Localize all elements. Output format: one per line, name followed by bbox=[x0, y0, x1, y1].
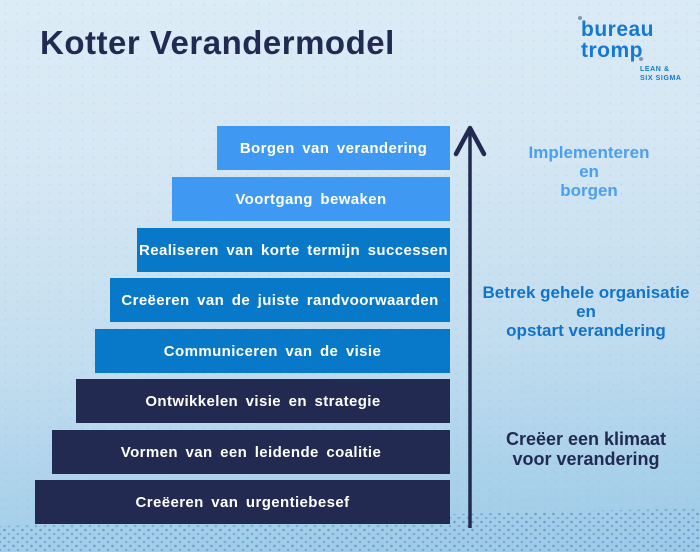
phase-label-line: en bbox=[576, 302, 596, 321]
page-title: Kotter Verandermodel bbox=[40, 24, 395, 61]
phase-label-line: opstart verandering bbox=[506, 321, 666, 340]
step-bar-leidende-coalitie: Vormen van een leidende coalitie bbox=[52, 430, 450, 474]
step-bar-label: Creëeren van de juiste randvoorwaarden bbox=[121, 291, 439, 309]
logo-tagline-line1: LEAN & bbox=[640, 66, 670, 73]
phase-label-klimaat-voor-verandering: Creëer een klimaat voor verandering bbox=[471, 429, 700, 469]
up-arrow-icon bbox=[453, 125, 487, 528]
step-bar-urgentiebesef: Creëeren van urgentiebesef bbox=[35, 480, 450, 524]
bureau-tromp-logo: bureau tromp LEAN & SIX SIGMA bbox=[578, 16, 682, 83]
phase-label-line: Betrek gehele organisatie bbox=[482, 283, 690, 302]
phase-label-implementeren-en-borgen: Implementeren en borgen bbox=[474, 143, 700, 200]
phase-label-line: Creëer een klimaat bbox=[505, 429, 667, 449]
step-bar-communiceren-visie: Communiceren van de visie bbox=[95, 329, 450, 373]
logo-word-tromp: tromp bbox=[581, 39, 643, 62]
step-bar-label: Creëeren van urgentiebesef bbox=[135, 493, 350, 511]
step-bar-realiseren-successen: Realiseren van korte termijn successen bbox=[137, 228, 450, 272]
step-bar-label: Ontwikkelen visie en strategie bbox=[145, 392, 381, 410]
phase-label-line: borgen bbox=[560, 181, 618, 200]
step-bar-label: Vormen van een leidende coalitie bbox=[120, 443, 382, 461]
phase-label-betrek-organisatie-opstart: Betrek gehele organisatie en opstart ver… bbox=[466, 283, 700, 340]
step-bar-ontwikkelen-visie-strategie: Ontwikkelen visie en strategie bbox=[76, 379, 450, 423]
phase-label-line: voor verandering bbox=[512, 449, 660, 469]
step-bar-borgen-van-verandering: Borgen van verandering bbox=[217, 126, 450, 170]
logo-tagline: LEAN & SIX SIGMA bbox=[640, 65, 682, 83]
logo-tagline-line2: SIX SIGMA bbox=[640, 75, 682, 82]
step-bar-voortgang-bewaken: Voortgang bewaken bbox=[172, 177, 450, 221]
step-bar-label: Borgen van verandering bbox=[239, 139, 428, 157]
logo-dot bbox=[578, 16, 582, 20]
step-bar-label: Realiseren van korte termijn successen bbox=[138, 241, 448, 259]
step-bar-label: Communiceren van de visie bbox=[163, 342, 382, 360]
logo-word-bureau: bureau bbox=[581, 18, 655, 41]
phase-label-line: en bbox=[579, 162, 599, 181]
logo-dot bbox=[639, 57, 643, 61]
step-bar-label: Voortgang bewaken bbox=[235, 190, 387, 208]
step-bar-juiste-randvoorwaarden: Creëeren van de juiste randvoorwaarden bbox=[110, 278, 450, 322]
phase-label-line: Implementeren bbox=[528, 143, 650, 162]
